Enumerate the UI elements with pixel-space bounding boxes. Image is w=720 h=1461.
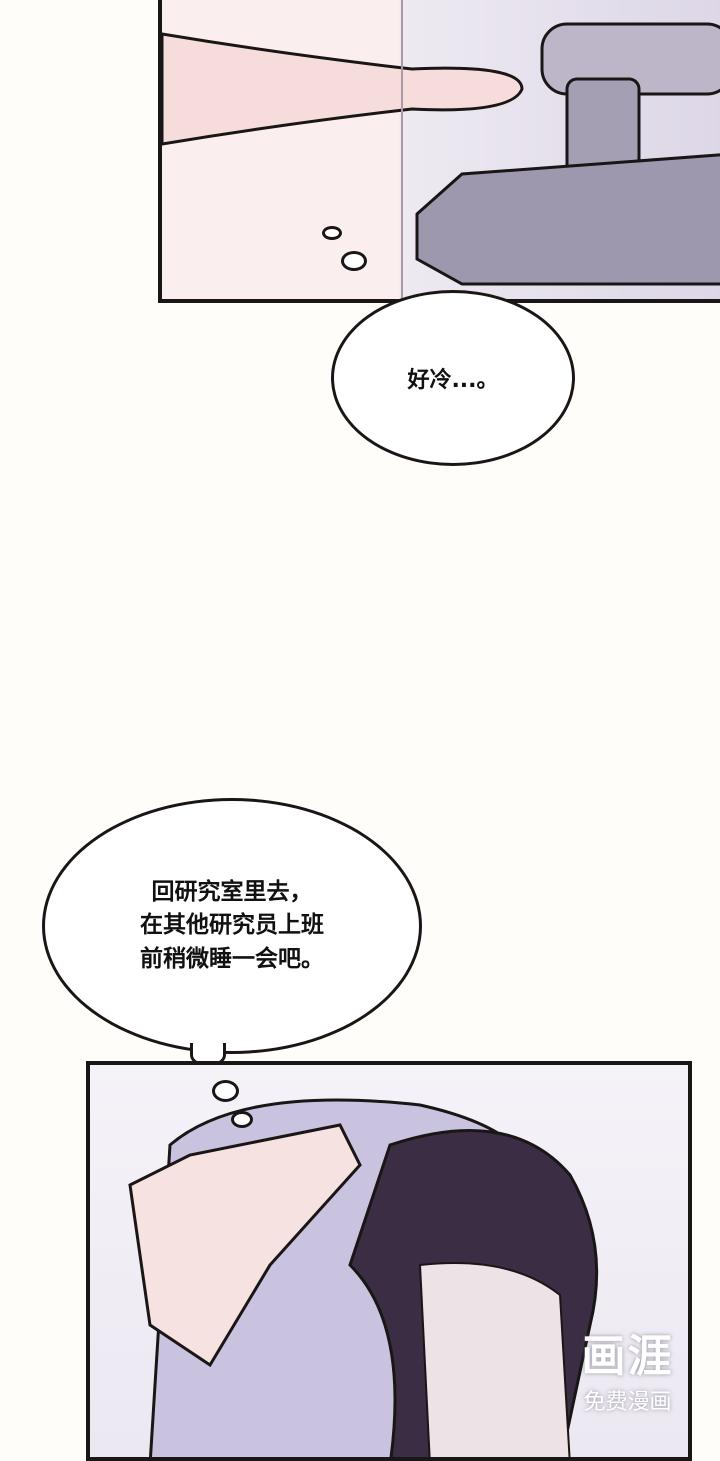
bubble-line: 在其他研究员上班 (140, 912, 324, 939)
thought-dot (231, 1111, 253, 1128)
watermark-subtitle: 免费漫画 (583, 1390, 672, 1415)
man-with-towel-illustration (128, 1098, 599, 1457)
speech-bubble-cold: 好冷...。 (331, 290, 575, 466)
watermark-logo: 画涯 (581, 1331, 674, 1382)
thought-dot (341, 251, 367, 271)
comic-panel-faucet (158, 0, 720, 303)
bubble-line: 前稍微睡一会吧。 (140, 945, 324, 972)
comic-panel-towel (86, 1061, 692, 1461)
thought-dot (212, 1080, 239, 1102)
bubble-line: 回研究室里去， (151, 878, 313, 905)
watermark: 画涯 免费漫画 (565, 1320, 690, 1416)
thought-dot (322, 226, 342, 240)
bubble-text: 好冷...。 (407, 368, 499, 393)
faucet-hand-illustration (162, 0, 720, 299)
speech-bubble-sleep: 回研究室里去， 在其他研究员上班 前稍微睡一会吧。 (42, 798, 422, 1054)
